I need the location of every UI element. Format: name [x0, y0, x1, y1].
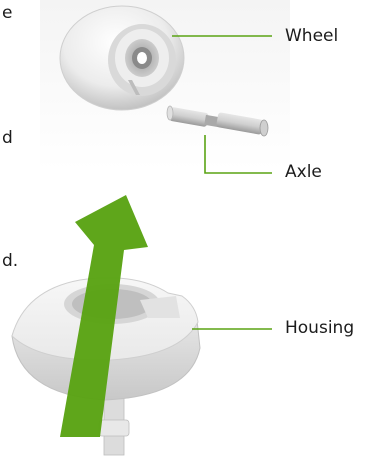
housing-label: Housing: [285, 320, 354, 337]
wheel-image: [60, 6, 184, 110]
axle-label: Axle: [285, 164, 322, 181]
wheel-label: Wheel: [285, 28, 338, 45]
